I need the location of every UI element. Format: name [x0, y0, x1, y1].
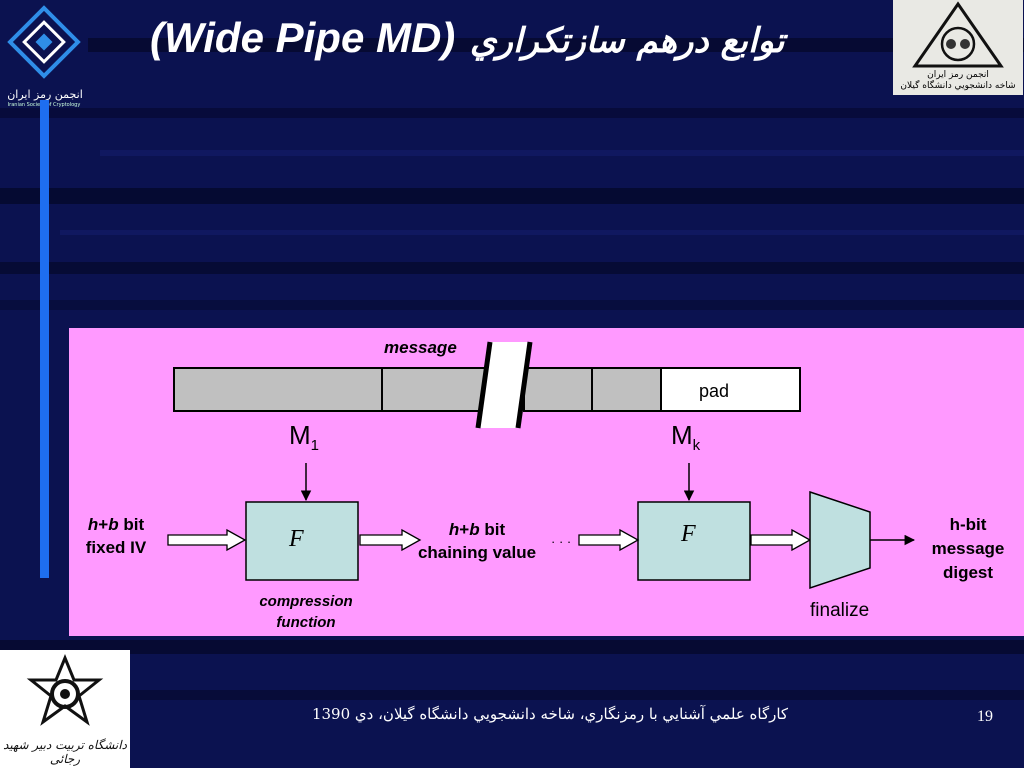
break-marker: [478, 342, 530, 428]
digest-line-3: digest: [942, 563, 994, 582]
mk-label: Mk: [671, 420, 700, 454]
slide-title: (Wide Pipe MD) توابع درهم سازتکراري: [150, 8, 870, 68]
triangle-emblem-icon: [912, 1, 1004, 68]
message-block: [591, 367, 662, 412]
knot-emblem-icon: [0, 0, 88, 88]
wide-pipe-diagram: [167, 341, 916, 590]
digest-line-1: h-bit: [949, 515, 987, 534]
pad-block: [660, 367, 801, 412]
title-persian: توابع درهم سازتکراري: [469, 21, 785, 61]
compression-box-1: [245, 501, 359, 581]
f-label-2: F: [681, 521, 696, 547]
compression-function-label: compression function: [241, 591, 371, 633]
mk-base: M: [671, 420, 693, 450]
chaining-value-label: h+b bit chaining value: [402, 518, 552, 564]
title-latin: (Wide Pipe MD): [150, 14, 456, 61]
hollow-arrow-icon: [167, 528, 812, 552]
compression-box-2: [637, 501, 751, 581]
chain-line-2: chaining value: [417, 543, 537, 562]
message-block: [381, 367, 493, 412]
star-emblem-icon: [26, 654, 104, 726]
m1-sub: 1: [310, 437, 320, 455]
slide-footer: کارگاه علمي آشنايي با رمزنگاري، شاخه دان…: [311, 705, 789, 723]
digest-line-2: message: [931, 539, 1005, 558]
fixed-iv-label: h+b bit fixed IV: [71, 513, 161, 559]
page-number: 19: [977, 708, 993, 725]
accent-bar: [40, 100, 49, 578]
iv-line-2: fixed IV: [85, 538, 147, 557]
compression-line-1: compression: [259, 593, 353, 610]
university-logo: دانشگاه تربیت دبیر شهید رجائی: [0, 650, 130, 768]
message-label: message: [384, 338, 457, 357]
cryptology-society-logo: انجمن رمز ایران Iranian Society of Crypt…: [0, 0, 88, 116]
logo-caption: انجمن رمز ایران: [927, 70, 989, 80]
f-label-1: F: [289, 526, 304, 552]
university-branch-logo: انجمن رمز ایران شاخه دانشجويي دانشگاه گي…: [893, 0, 1023, 95]
chain-line-1: h+b bit: [448, 520, 506, 539]
finalize-label: finalize: [810, 600, 870, 621]
diagram-panel: message pad M1 Mk h+b bit fixed IV F F h…: [69, 328, 1024, 636]
iv-line-1: h+b bit: [87, 515, 145, 534]
message-block: [523, 367, 593, 412]
logo-caption-secondary: شاخه دانشجويي دانشگاه گيلان: [900, 81, 1016, 91]
ellipsis: · · ·: [551, 534, 572, 549]
message-digest-label: h-bit message digest: [917, 513, 1019, 585]
m1-label: M1: [289, 420, 319, 454]
compression-line-2: function: [276, 614, 336, 631]
pad-label: pad: [699, 381, 730, 401]
mk-sub: k: [692, 437, 701, 455]
logo-caption: انجمن رمز ایران: [7, 88, 83, 101]
message-block: [173, 367, 383, 412]
m1-base: M: [289, 420, 311, 450]
finalize-block: [809, 490, 871, 590]
logo-caption: دانشگاه تربیت دبیر شهید رجائی: [3, 738, 127, 766]
